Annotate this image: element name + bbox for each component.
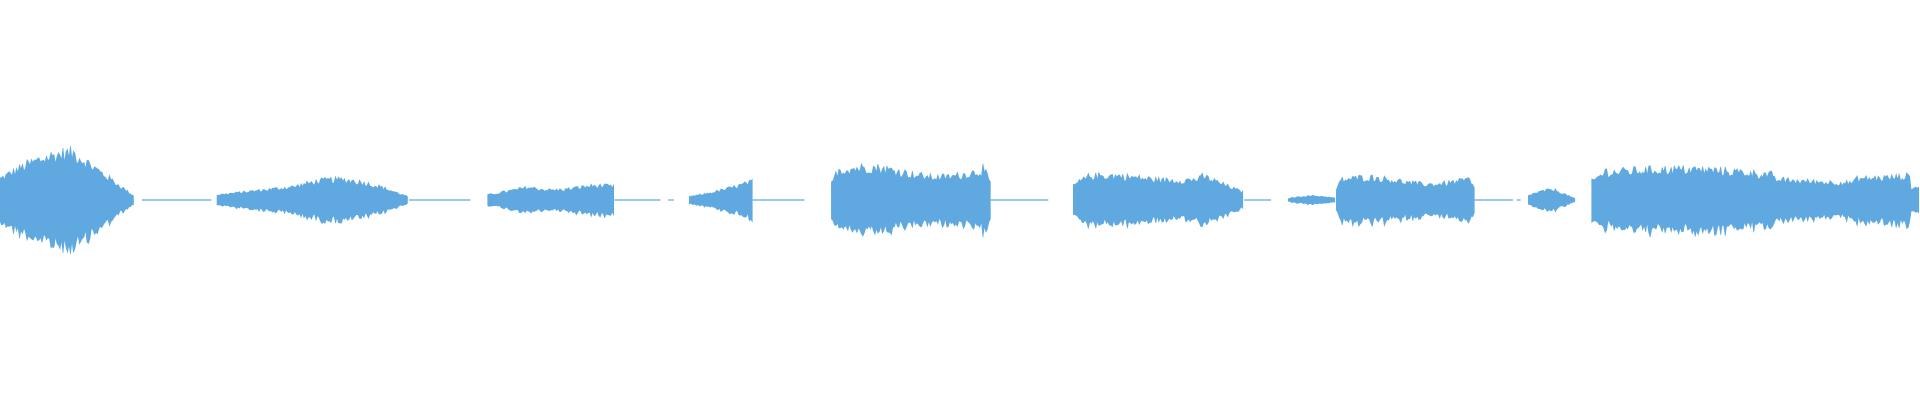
waveform-segment-10 bbox=[1591, 164, 1919, 238]
waveform-segment-4 bbox=[689, 178, 753, 223]
waveform-segment-8 bbox=[1336, 174, 1475, 228]
waveform-segment-3 bbox=[487, 183, 614, 219]
waveform-segment-2 bbox=[216, 175, 408, 224]
waveform-segment-1 bbox=[0, 145, 134, 255]
waveform-segment-6 bbox=[1073, 171, 1244, 230]
waveform-segment-7 bbox=[1288, 195, 1336, 206]
waveform-segment-5 bbox=[831, 162, 991, 238]
waveform-segments bbox=[0, 145, 1919, 255]
waveform-segment-9 bbox=[1528, 188, 1576, 213]
